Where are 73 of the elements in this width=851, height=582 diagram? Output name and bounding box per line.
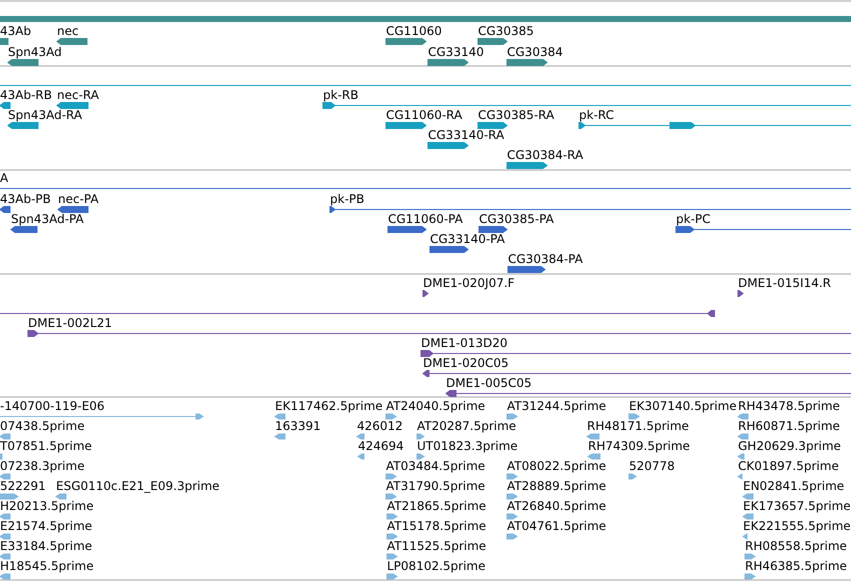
feature-label: CG11060-PA (388, 212, 463, 226)
feature-label: AT03484.5prime (386, 459, 486, 473)
feature-label: EK173657.5prime (743, 499, 851, 513)
feature-label: CG33140-PA (430, 232, 505, 246)
feature-label: DME1-005C05 (446, 376, 532, 390)
feature-label: 522291 (0, 479, 46, 493)
feature-label: -140700-119-E06 (0, 399, 105, 413)
feature-label: GH20629.3prime (738, 439, 841, 453)
feature-label: CG33140 (428, 45, 484, 59)
feature-label: CG30384 (507, 45, 563, 59)
feature-label: CG30385-RA (478, 108, 554, 122)
feature-label: nec (57, 24, 79, 38)
feature-label: A (0, 171, 8, 185)
feature-label: CG30385-PA (479, 212, 554, 226)
feature-label: 520778 (629, 459, 675, 473)
feature-label: CG30385 (478, 24, 534, 38)
feature-label: 43Ab-PB (0, 192, 51, 206)
feature-label: H18545.5prime (0, 559, 94, 573)
feature-label: H20213.5prime (0, 499, 94, 513)
feature-label: RH48171.5prime (587, 419, 689, 433)
feature-label: 43Ab-RB (0, 88, 52, 102)
feature-label: DME1-013D20 (421, 336, 508, 350)
feature-label: 426012 (357, 419, 403, 433)
feature-label: CG33140-RA (428, 128, 504, 142)
feature-label: AT15178.5prime (387, 519, 486, 533)
feature-label: RH60871.5prime (738, 419, 840, 433)
feature-label: Spn43Ad-PA (11, 212, 84, 226)
feature-label: EN02841.5prime (743, 479, 844, 493)
feature-label: E33184.5prime (0, 539, 92, 553)
feature-label: nec-PA (58, 192, 99, 206)
feature-label: pk-RC (579, 108, 614, 122)
feature-label: ESG0110c.E21_E09.3prime (56, 479, 220, 493)
feature-label: pk-RB (323, 88, 358, 102)
feature-label: AT04761.5prime (507, 519, 606, 533)
feature-label: AT31244.5prime (507, 399, 606, 413)
feature-label: RH46385.5prime (745, 559, 847, 573)
feature-label: CG30384-RA (507, 148, 584, 162)
feature-label: AT31790.5prime (386, 479, 486, 493)
feature-label: DME1-020J07.F (423, 276, 515, 290)
feature-label: AT20287.5prime (417, 419, 516, 433)
feature-label: EK221555.5prime (743, 519, 851, 533)
feature-label: AT26840.5prime (507, 499, 606, 513)
feature-label: T07851.5prime (0, 439, 92, 453)
feature-label: AT08022.5prime (507, 459, 606, 473)
feature-label: EK117462.5prime (275, 399, 383, 413)
feature-label: DME1-020C05 (423, 356, 509, 370)
feature-label: DME1-002L21 (28, 316, 112, 330)
feature-label: AT24040.5prime (386, 399, 486, 413)
feature-label: Spn43Ad-RA (8, 108, 82, 122)
feature-label: DME1-015I14.R (738, 276, 832, 290)
feature-label: AT28889.5prime (507, 479, 606, 493)
feature-label: UT01823.3prime (417, 439, 518, 453)
feature-label: CK01897.5prime (738, 459, 839, 473)
feature-label: RH43478.5prime (738, 399, 840, 413)
feature-label: 43Ab (0, 24, 32, 38)
feature-label: CG11060-RA (386, 108, 462, 122)
feature-label: AT21865.5prime (387, 499, 486, 513)
feature-label: Spn43Ad (8, 45, 62, 59)
feature-label: RH08558.5prime (745, 539, 847, 553)
feature-label: EK307140.5prime (629, 399, 737, 413)
feature-label: 424694 (358, 439, 404, 453)
feature-label: CG30384-PA (508, 252, 583, 266)
feature-label: pk-PB (330, 192, 364, 206)
feature-label: 07438.5prime (0, 419, 85, 433)
feature-label: E21574.5prime (0, 519, 92, 533)
feature-label: pk-PC (676, 212, 711, 226)
feature-label: AT11525.5prime (387, 539, 486, 553)
feature-label: CG11060 (386, 24, 442, 38)
feature-label: 163391 (275, 419, 321, 433)
feature-label: 07238.3prime (0, 459, 85, 473)
feature-label: RH74309.5prime (588, 439, 690, 453)
feature-label: nec-RA (57, 88, 99, 102)
feature-label: LP08102.5prime (387, 559, 486, 573)
